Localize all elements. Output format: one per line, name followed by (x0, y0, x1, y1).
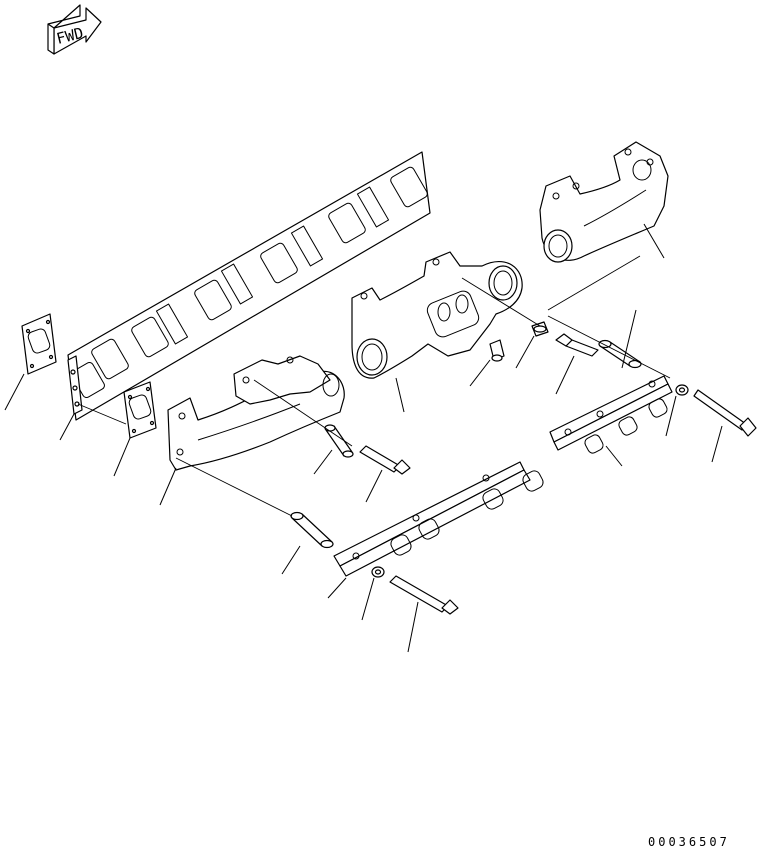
part-leader-lines (4, 223, 723, 653)
washer-lower (371, 566, 385, 578)
rear-exhaust-manifold (539, 141, 669, 263)
front-exhaust-manifold (167, 355, 345, 471)
bolt-rear (693, 389, 757, 437)
stud-nut (489, 339, 505, 362)
washer-rear (675, 384, 689, 396)
small-gasket-left (21, 313, 57, 375)
spacer-sleeve-lower (290, 511, 334, 549)
forward-direction-arrow-icon: FWD (47, 4, 102, 55)
heat-shield-bracket-long (333, 461, 544, 577)
center-exhaust-manifold (351, 251, 523, 379)
nut-center (531, 321, 549, 337)
gasket-bracket-plate (67, 355, 83, 415)
heat-shield-bracket-short (549, 375, 673, 454)
spacer-sleeve-front (324, 424, 354, 458)
catalog-number: 00036507 (648, 835, 730, 849)
spacer-sleeve-rear (598, 339, 642, 369)
alignment-guide-lines (77, 255, 671, 517)
bolt-front (359, 445, 411, 475)
small-gasket-center (123, 381, 157, 439)
bolt-short-center (555, 333, 599, 357)
bolt-lower (389, 575, 459, 615)
